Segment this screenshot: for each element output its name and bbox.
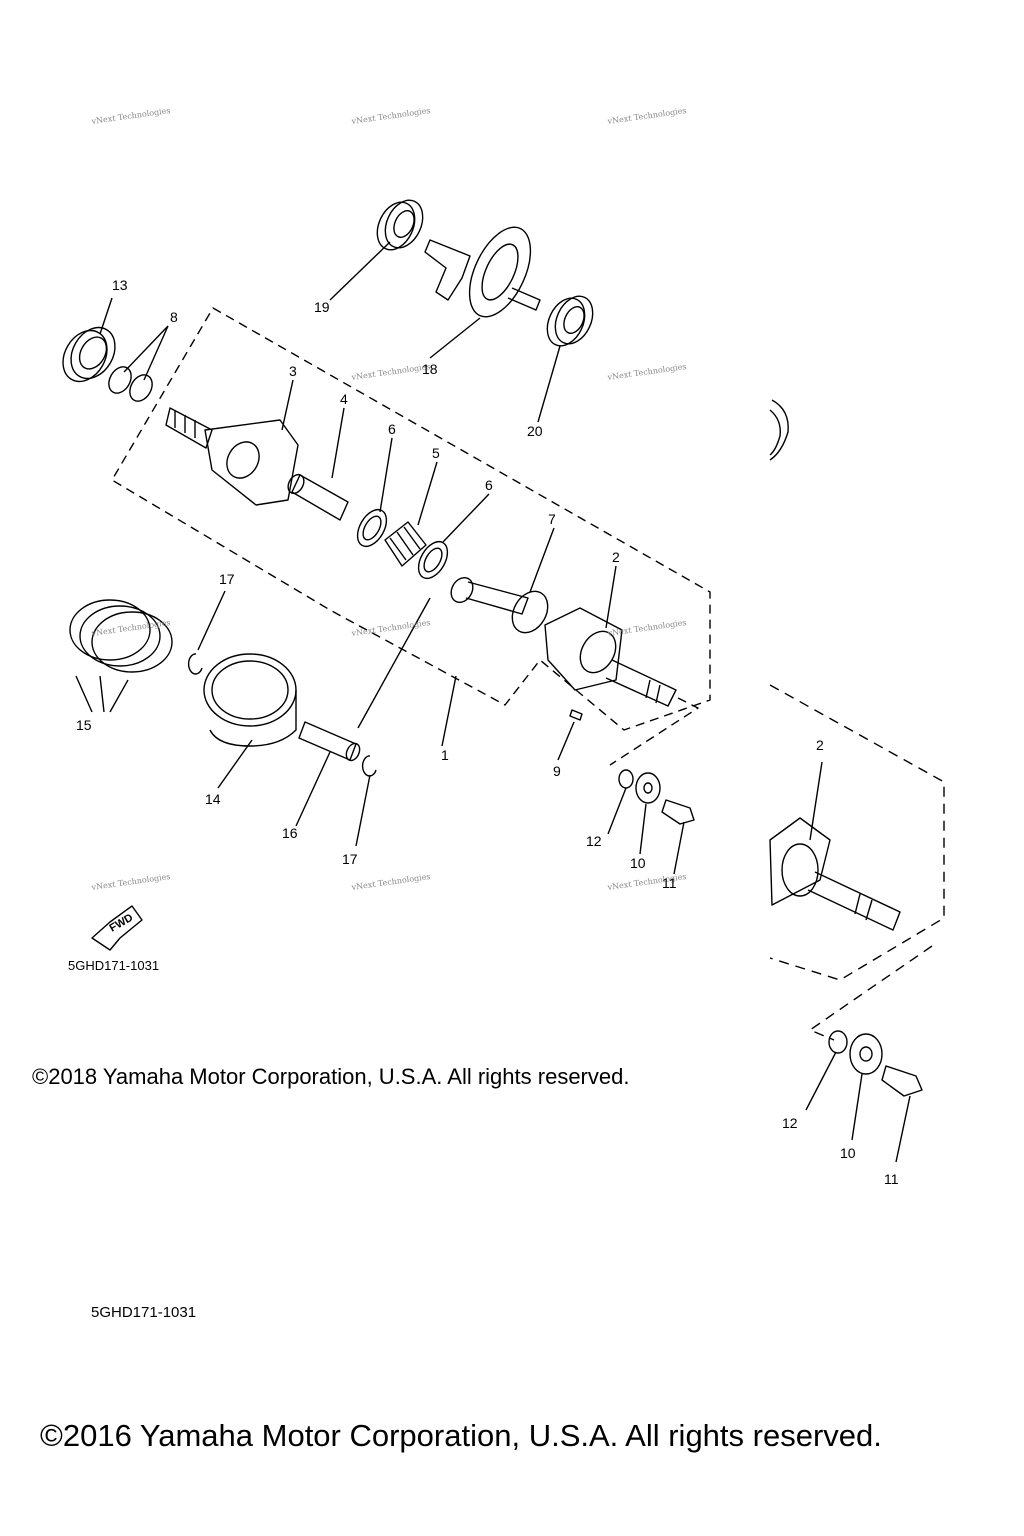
- washer-6b-shape: [417, 540, 449, 580]
- callout-5: 5: [432, 445, 440, 461]
- watermark-group: vNext Technologies vNext Technologies vN…: [90, 106, 687, 892]
- copyright-notice: ©2018 Yamaha Motor Corporation, U.S.A. A…: [32, 1064, 630, 1089]
- crank-web-2-shape: [544, 607, 677, 707]
- callout-8: 8: [170, 309, 178, 325]
- watermark: vNext Technologies: [350, 872, 431, 892]
- callout-19: 19: [314, 299, 330, 315]
- fwd-arrow-icon: [91, 905, 143, 951]
- callout-13: 13: [112, 277, 128, 293]
- crank-web-3-shape: [165, 407, 299, 506]
- crank-pin-4-shape: [287, 473, 349, 521]
- watermark: vNext Technologies: [350, 362, 431, 382]
- bearing-19-shape: [376, 199, 424, 251]
- connecting-rod-7-shape: [450, 576, 549, 634]
- piston-pin-16-shape: [298, 721, 361, 762]
- bolt-11-shape: [661, 799, 695, 825]
- piston-ring-set-15-shape: [69, 599, 173, 673]
- inset-callout-11: 11: [884, 1171, 899, 1187]
- leader-lines: [75, 241, 685, 875]
- callout-17a: 17: [219, 571, 235, 587]
- watermark: vNext Technologies: [350, 106, 431, 126]
- diagram-code: 5GHD171-1031: [68, 958, 160, 973]
- circlip-17a-shape: [187, 653, 203, 675]
- diagram-code-secondary: 5GHD171-1031: [91, 1304, 197, 1321]
- inset-callout-group: 2 12 10 11: [782, 737, 899, 1187]
- callout-12: 12: [586, 833, 602, 849]
- ring-8a-shape: [108, 366, 132, 394]
- inset-callout-2: 2: [816, 737, 824, 753]
- washer-6a-shape: [356, 508, 388, 548]
- inset-callout-12: 12: [782, 1115, 798, 1131]
- inset-callout-10: 10: [840, 1145, 856, 1161]
- callout-11: 11: [662, 875, 677, 891]
- callout-2: 2: [612, 549, 620, 565]
- watermark: vNext Technologies: [606, 362, 687, 382]
- callout-10: 10: [630, 855, 646, 871]
- washer-10-shape: [635, 772, 661, 804]
- callout-20: 20: [527, 423, 543, 439]
- watermark: vNext Technologies: [606, 106, 687, 126]
- balancer-shaft-18-shape: [424, 226, 541, 318]
- watermark: vNext Technologies: [90, 618, 171, 638]
- bearing-13-shape: [62, 326, 116, 383]
- callout-15: 15: [76, 717, 92, 733]
- watermark: vNext Technologies: [350, 618, 431, 638]
- crankshaft-assembly-outline: [111, 307, 711, 731]
- callout-3: 3: [289, 363, 297, 379]
- callout-9: 9: [553, 763, 561, 779]
- callout-7: 7: [548, 511, 556, 527]
- callout-1: 1: [441, 747, 449, 763]
- inset-drawing: [769, 399, 945, 1163]
- fwd-label: FWD: [108, 912, 136, 935]
- callout-6b: 6: [485, 477, 493, 493]
- callout-14: 14: [205, 791, 221, 807]
- callout-17b: 17: [342, 851, 358, 867]
- watermark: vNext Technologies: [90, 872, 171, 892]
- leader-dashed: [609, 697, 699, 766]
- callout-6a: 6: [388, 421, 396, 437]
- circlip-17b-shape: [361, 755, 377, 777]
- callout-4: 4: [340, 391, 348, 407]
- callout-18: 18: [422, 361, 438, 377]
- callout-16: 16: [282, 825, 298, 841]
- needle-bearing-5-shape: [384, 521, 427, 567]
- ring-8b-shape: [129, 374, 153, 402]
- watermark: vNext Technologies: [90, 106, 171, 126]
- watermark: vNext Technologies: [606, 618, 687, 638]
- bearing-20-shape: [546, 295, 594, 347]
- o-ring-12-shape: [618, 769, 634, 789]
- copyright-notice-secondary: ©2016 Yamaha Motor Corporation, U.S.A. A…: [40, 1418, 882, 1453]
- piston-14-shape: [203, 653, 297, 747]
- callout-group: 1 2 3 4 5 6 6 7 8 9 10 11 12 13 14 15 16…: [76, 277, 677, 891]
- key-9-shape: [569, 709, 583, 721]
